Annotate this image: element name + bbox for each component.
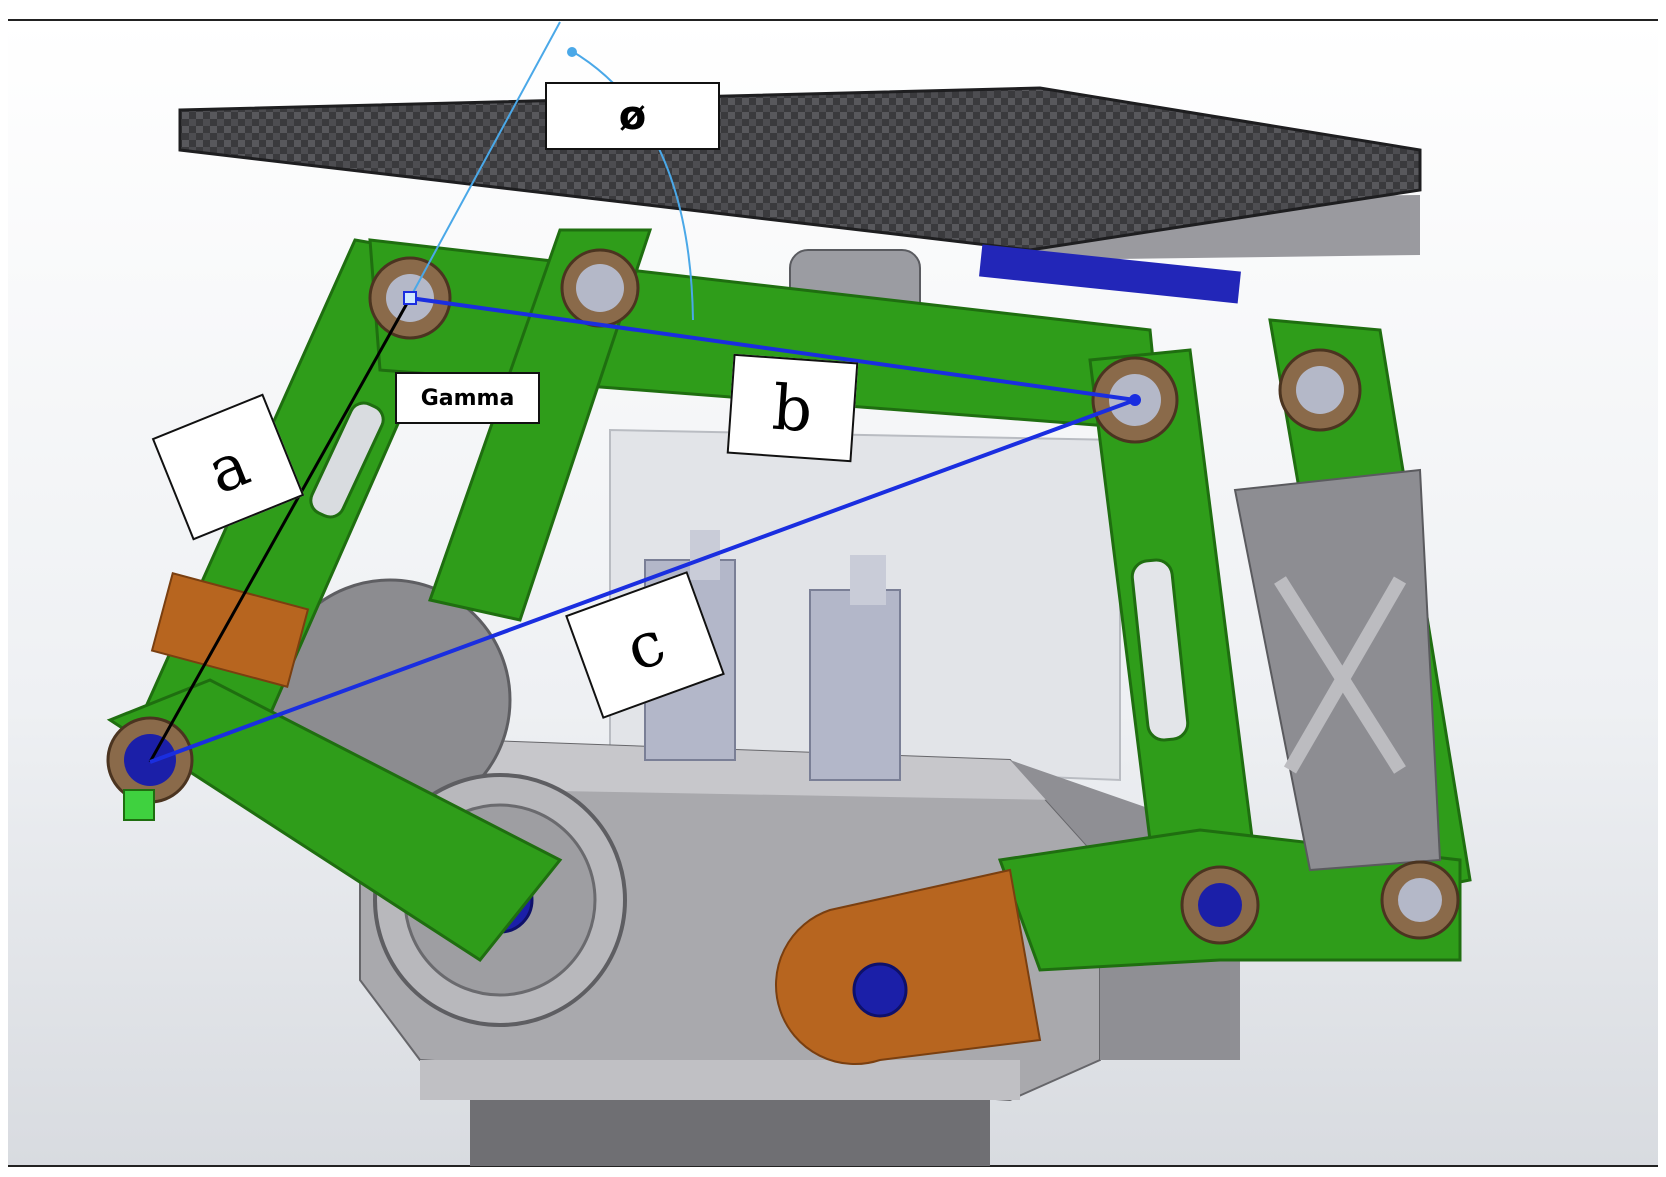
green-arm-bottom: [106, 678, 563, 962]
sensor-post-2: [850, 555, 886, 605]
label-gamma: Gamma: [395, 372, 540, 424]
angle-arc-phi: [569, 49, 694, 321]
label-b: b: [726, 353, 859, 463]
pivot-top-mid: [560, 248, 640, 328]
frame-slot-2: [309, 401, 385, 519]
origin-marker: [123, 789, 155, 821]
x-plate-strut-2: [1283, 576, 1407, 774]
frame-slot-1: [1130, 558, 1190, 742]
green-brace-diagonal: [428, 228, 653, 622]
sketch-point-top-left: [403, 291, 417, 305]
carbon-top-plate: [178, 86, 1422, 252]
sketch-line-c: [149, 398, 1136, 764]
pivot-bottom-right: [1380, 860, 1460, 940]
angle-ref-line: [409, 21, 561, 299]
pivot-lower-right: [1180, 865, 1260, 945]
pivot-far-right: [1278, 348, 1362, 432]
base-pedestal: [470, 1100, 990, 1166]
sketch-point-right: [1129, 394, 1141, 406]
cross-shaft: [979, 244, 1241, 304]
orange-bracket-lower: [775, 868, 1042, 1065]
angle-point: [567, 47, 577, 57]
chassis-top: [460, 740, 1060, 800]
sketch-line-b: [409, 296, 1136, 402]
sketch-line-a: [148, 297, 412, 763]
sensor-block-mid: [809, 589, 901, 781]
chassis-bottom-plate: [420, 1060, 1020, 1100]
label-phi: ø: [545, 82, 720, 150]
orange-bracket-left: [150, 572, 310, 688]
pin-orange-bracket: [852, 962, 908, 1018]
